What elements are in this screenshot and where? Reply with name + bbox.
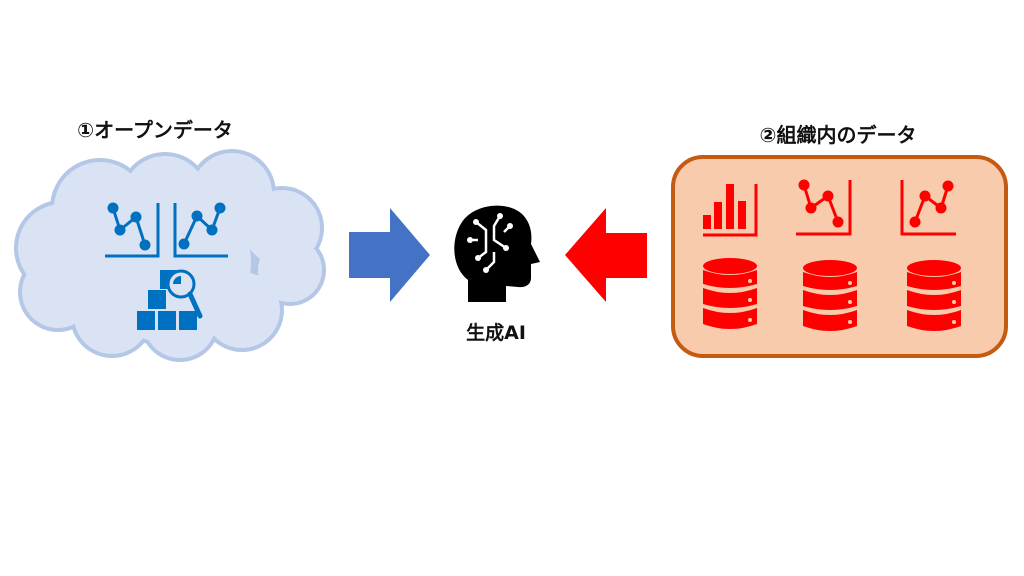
bar-chart-icon	[703, 184, 758, 237]
line-chart-icon	[796, 179, 852, 236]
line-chart-icon	[173, 202, 228, 258]
ai-head-icon	[454, 205, 540, 302]
line-chart-icon	[900, 180, 956, 236]
open-data-title: ①オープンデータ	[77, 118, 233, 142]
database-icon	[907, 260, 961, 331]
inventory-search-icon	[137, 269, 203, 330]
generative-ai-label: 生成AI	[466, 322, 526, 344]
cloud-shape	[14, 149, 326, 362]
org-data-title: ②組織内のデータ	[759, 123, 917, 147]
database-icon	[703, 258, 757, 329]
database-icon	[803, 260, 857, 331]
left-arrow	[565, 208, 647, 302]
right-arrow	[349, 208, 430, 302]
line-chart-icon	[105, 202, 160, 258]
